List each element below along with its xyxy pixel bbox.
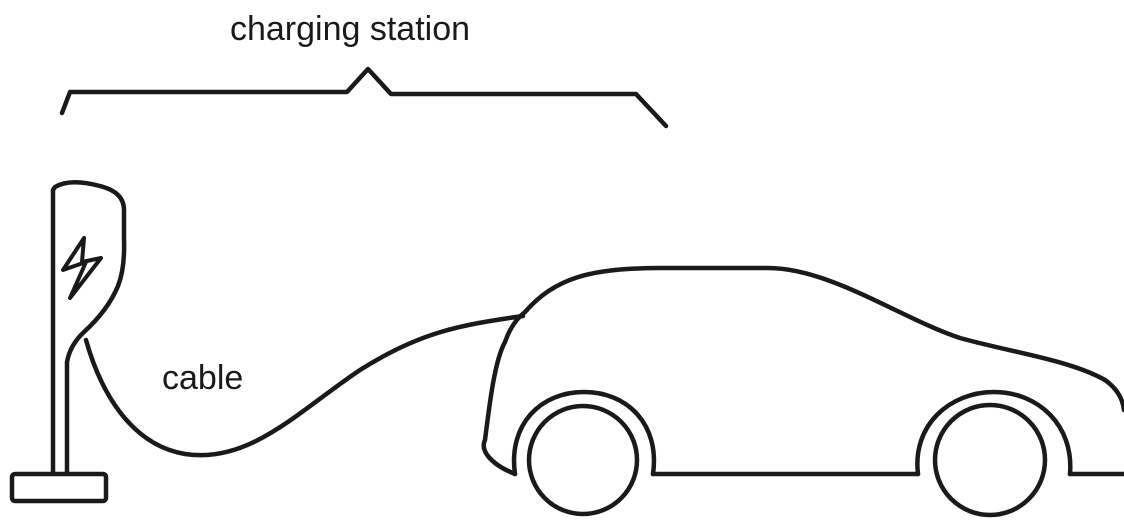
charging-post-base: [12, 474, 106, 501]
car-body: [484, 268, 1124, 474]
charging-station-brace: [62, 69, 666, 126]
charging-cable: [86, 316, 523, 455]
cable-label: cable: [162, 359, 243, 397]
front-wheel: [529, 406, 637, 514]
charging-post: [53, 182, 124, 473]
lightning-bolt-icon: [63, 238, 101, 298]
charging-station-label: charging station: [230, 10, 470, 48]
rear-wheel: [935, 405, 1045, 515]
